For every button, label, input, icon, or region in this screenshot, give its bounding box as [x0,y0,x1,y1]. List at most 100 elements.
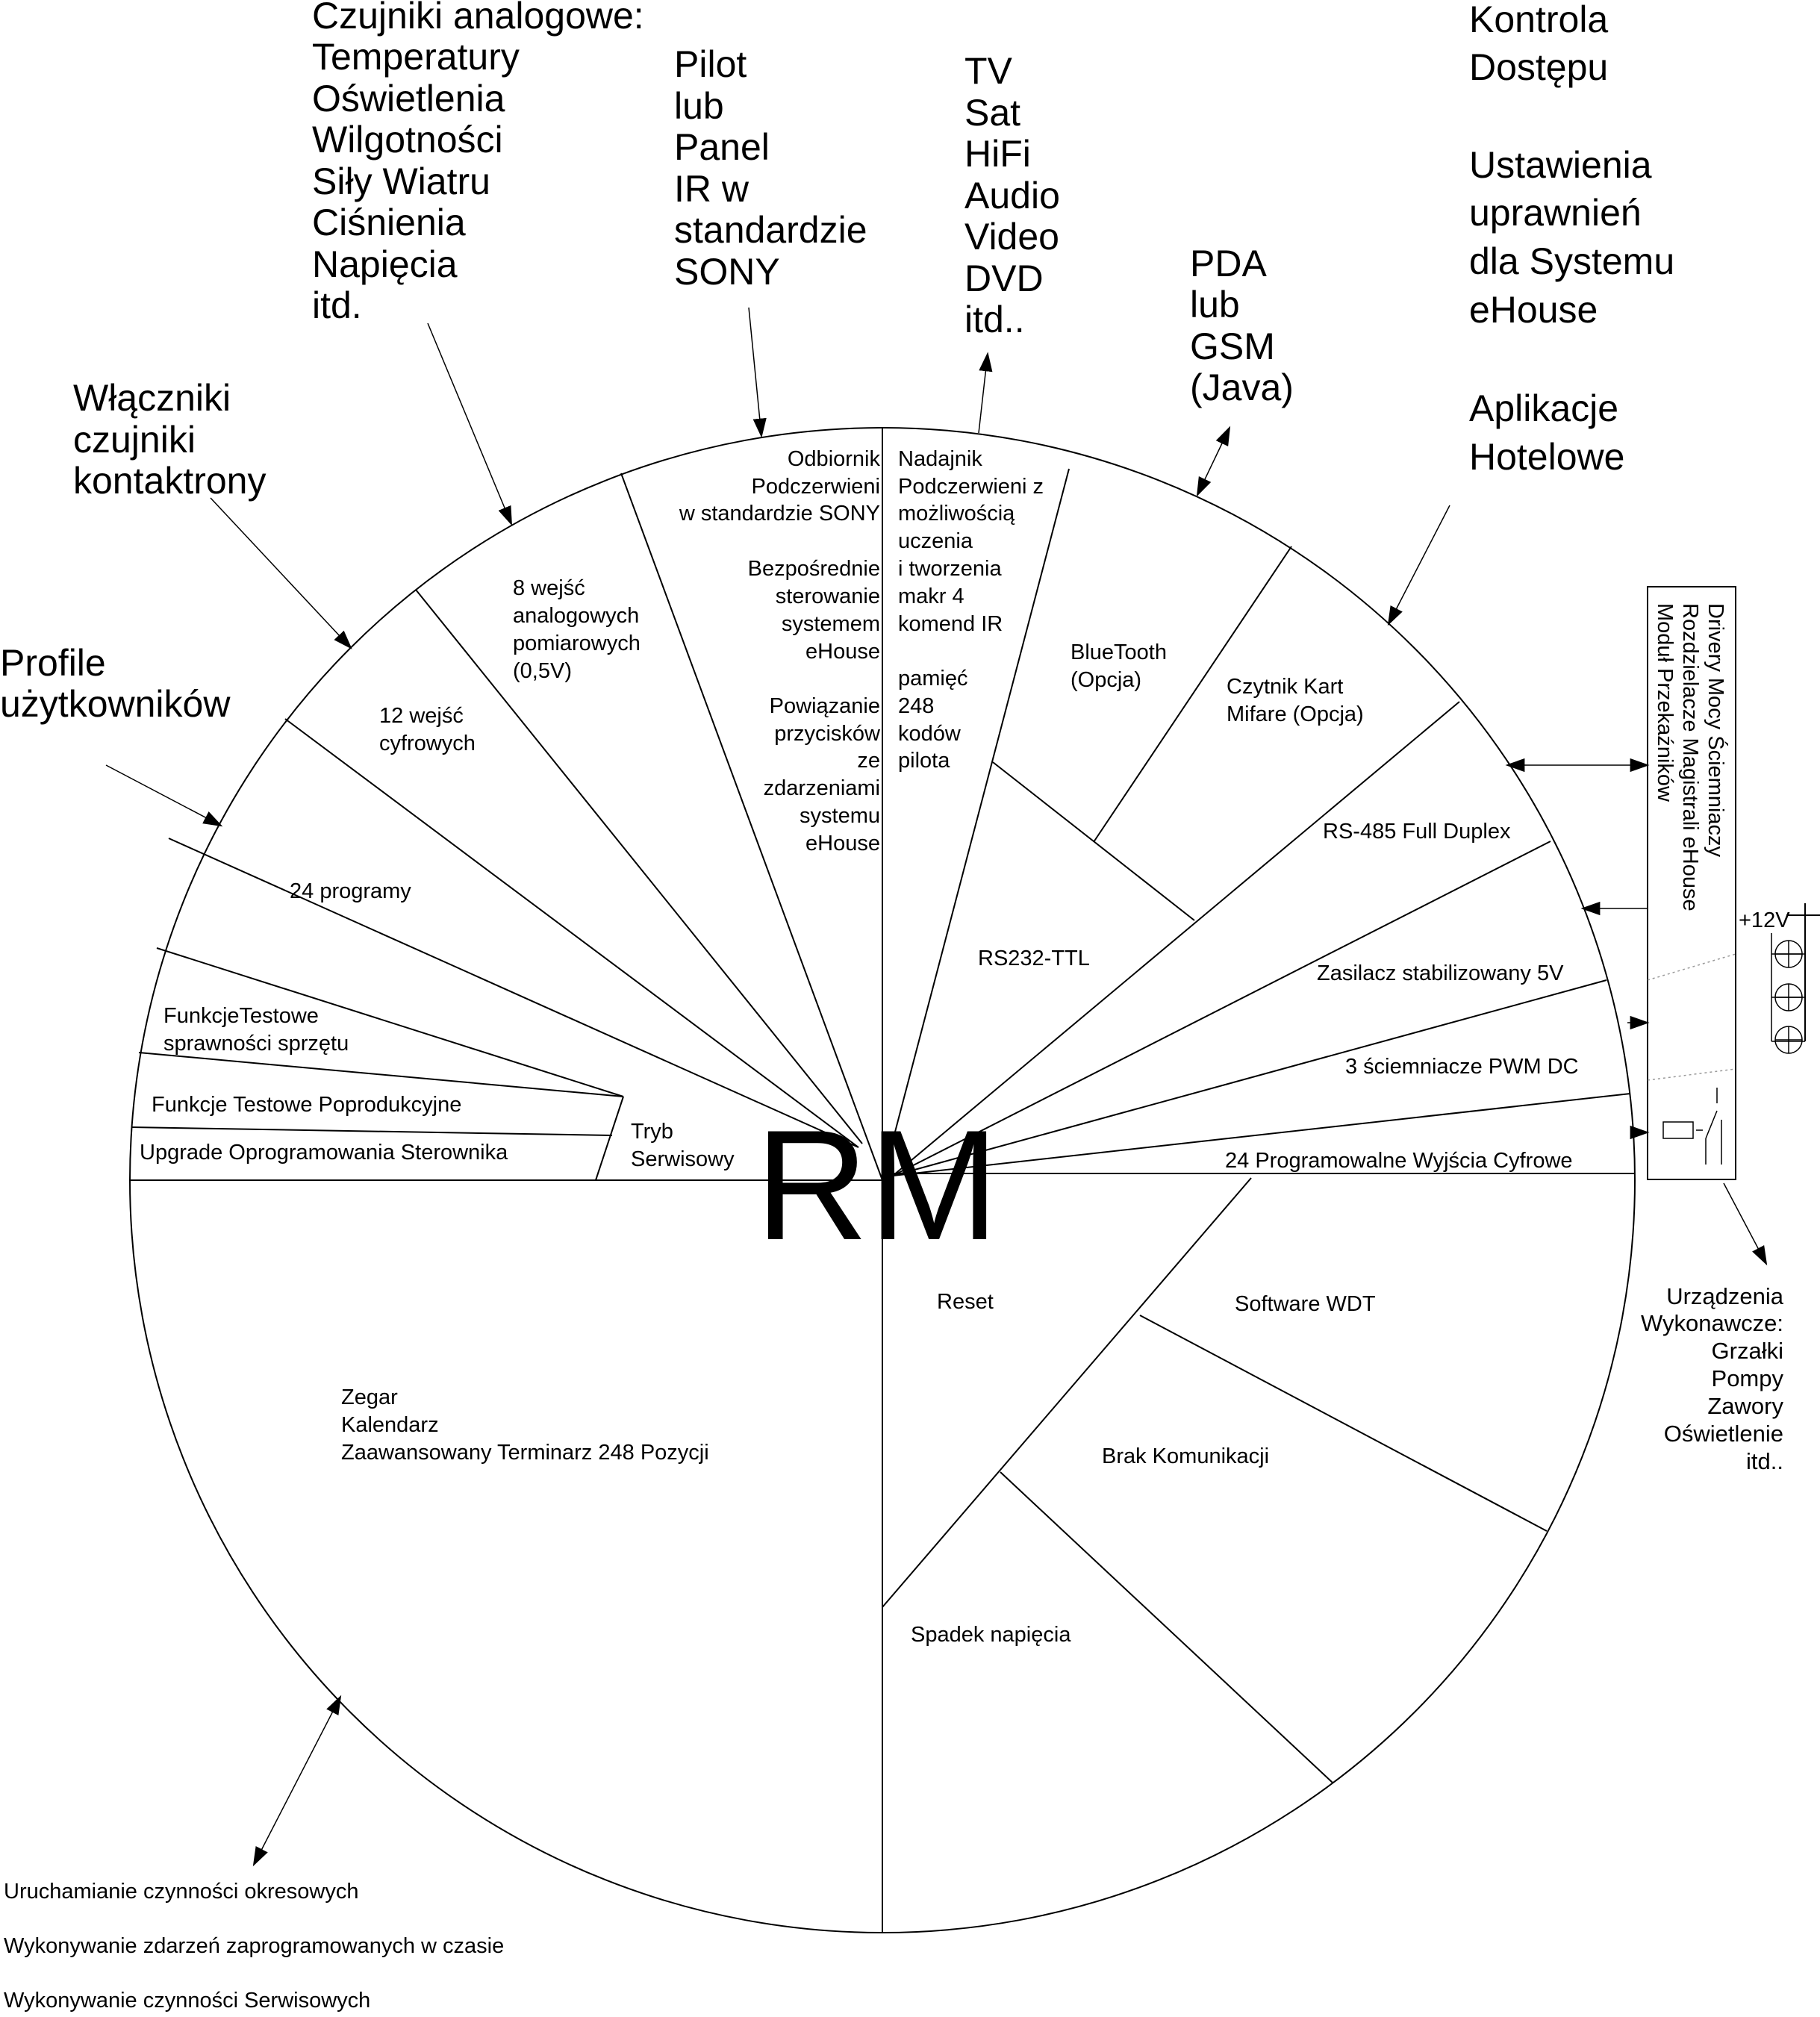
actuators-line: Pompy [1712,1365,1784,1391]
tv-line: DVD [964,258,1044,299]
ir-receiver-line: przycisków [774,722,881,746]
ir-receiver-line: systemem [782,612,880,636]
relay-coil-icon [1662,1121,1694,1139]
pilot-line: standardzie [674,209,867,251]
lamp-icon [1774,983,1803,1011]
periodic-tasks-label: Uruchamianie czynności okresowych Wykony… [4,1880,504,2013]
tv-line: TV [964,50,1013,92]
relay-module: Moduł Przekaźników Rozdzielacze Magistra… [1647,586,1736,1180]
access-control-label: Kontrola Dostępu Ustawienia uprawnień dl… [1469,0,1674,478]
sector-bluetooth: BlueTooth (Opcja) [1071,640,1167,692]
analog-sensors-label: Czujniki analogowe: Temperatury Oświetle… [312,0,644,326]
analog-inputs-line: 8 wejść [513,576,585,600]
ir-transmitter-line: makr 4 [898,584,964,608]
periodic-line: Wykonywanie zdarzeń zaprogramowanych w c… [4,1934,504,1958]
pda-line: lub [1190,284,1240,325]
ir-receiver-line: ze [857,749,880,773]
sector-dimmers: 3 ściemniacze PWM DC [1345,1055,1579,1079]
ir-receiver-line: zdarzeniami [764,776,880,800]
analog-sensors-line: itd. [312,284,362,326]
profiles-line: użytkowników [0,683,231,725]
permissions-line: dla Systemu [1469,240,1674,282]
pda-label: PDA lub GSM (Java) [1190,243,1294,408]
ir-transmitter-line: i tworzenia [898,557,1002,581]
ir-receiver-line: eHouse [805,640,880,664]
bluetooth-line: BlueTooth [1071,640,1167,664]
ir-receiver-line: Powiązanie [770,694,880,718]
ir-transmitter-line: możliwością [898,502,1015,526]
pda-line: (Java) [1190,367,1294,408]
sector-programs: 24 programy [290,879,411,903]
analog-sensors-line: Siły Wiatru [312,160,490,202]
arrow-pda [1196,425,1231,497]
ir-transmitter-line: Nadajnik [898,447,982,471]
sector-upgrade: Upgrade Oprogramowania Sterownika [140,1141,508,1165]
sector-dividers [130,428,1635,1932]
sector-post-production: Funkcje Testowe Poprodukcyjne [152,1093,461,1117]
ir-receiver-line: systemu [800,804,880,828]
switches-line: kontaktrony [73,460,266,502]
pilot-line: SONY [674,251,780,293]
sector-service-mode: Tryb Serwisowy [631,1120,735,1171]
connector-arrows [105,307,1768,1867]
sector-no-communication: Brak Komunikacji [1102,1444,1269,1468]
access-line: Dostępu [1469,46,1608,88]
test-functions-line: FunkcjeTestowe [163,1004,319,1028]
ir-transmitter-line: 248 [898,694,934,718]
analog-sensors-line: Napięcia [312,243,458,285]
actuators-line: Wykonawcze: [1641,1310,1783,1336]
permissions-line: Ustawienia [1469,144,1652,186]
ir-receiver-line: w standardzie SONY [679,502,880,526]
actuators-line: Grzałki [1712,1338,1783,1364]
tv-line: itd.. [964,299,1025,340]
supply-label: +12V [1739,908,1790,932]
periodic-line: Wykonywanie czynności Serwisowych [4,1989,370,2013]
sector-software-wdt: Software WDT [1235,1292,1376,1316]
pilot-label: Pilot lub Panel IR w standardzie SONY [674,43,867,293]
tv-line: Audio [964,175,1060,216]
actuators-line: itd.. [1746,1448,1783,1474]
sector-psu: Zasilacz stabilizowany 5V [1317,961,1564,985]
hotel-line: Hotelowe [1469,436,1624,478]
ir-receiver-line: sterowanie [776,584,880,608]
relay-module-label: Rozdzielacze Magistrali eHouse [1678,603,1702,911]
clock-line: Zegar [341,1385,398,1409]
profiles-label: Profile użytkowników [0,642,231,725]
sector-ir-receiver: Odbiornik Podczerwieni w standardzie SON… [679,447,881,855]
digital-inputs-line: cyfrowych [379,732,476,755]
permissions-line: eHouse [1469,289,1598,331]
tv-line: HiFi [964,133,1031,175]
actuators-line: Urządzenia [1666,1283,1784,1309]
switches-line: czujniki [73,419,196,461]
ir-transmitter-line: komend IR [898,612,1003,636]
sector-analog-inputs: 8 wejść analogowych pomiarowych (0,5V) [513,576,641,683]
arrow-pilot [748,307,767,438]
ir-transmitter-line: Podczerwieni z [898,475,1044,499]
analog-sensors-line: Ciśnienia [312,202,466,243]
relay-module-label: Moduł Przekaźników [1653,603,1677,802]
sector-rs485: RS-485 Full Duplex [1323,820,1511,844]
sector-digital-inputs: 12 wejść cyfrowych [379,704,476,755]
arrow-tv [978,352,993,434]
tv-line: Video [964,216,1059,258]
sector-card-reader: Czytnik Kart Mifare (Opcja) [1227,675,1364,726]
ir-transmitter-line: uczenia [898,529,973,553]
analog-sensors-line: Oświetlenia [312,78,505,119]
lamp-icon [1774,940,1803,968]
sector-outputs: 24 Programowalne Wyjścia Cyfrowe [1225,1149,1573,1173]
arrow-profiles [105,764,223,827]
pda-line: PDA [1190,243,1267,284]
pilot-line: Pilot [674,43,747,85]
pilot-line: Panel [674,126,770,168]
clock-line: Zaawansowany Terminarz 248 Pozycji [341,1441,709,1465]
digital-inputs-line: 12 wejść [379,704,464,728]
sector-rs232: RS232-TTL [978,947,1090,970]
tv-line: Sat [964,92,1020,134]
card-reader-line: Mifare (Opcja) [1227,702,1364,726]
analog-inputs-line: (0,5V) [513,659,572,683]
arrow-switches [210,497,352,649]
sector-voltage-drop: Spadek napięcia [911,1623,1071,1647]
analog-sensors-line: Temperatury [312,36,520,78]
access-line: Kontrola [1469,0,1608,40]
